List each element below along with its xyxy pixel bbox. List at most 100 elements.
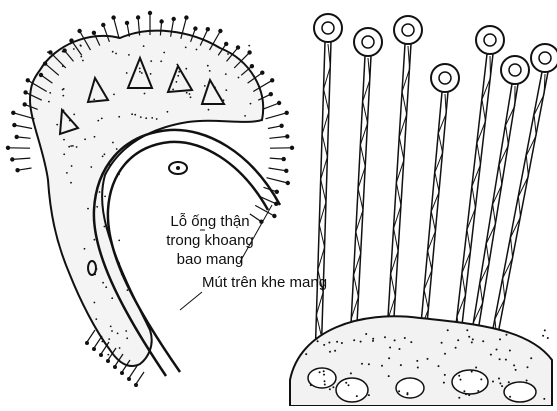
stipple-dot <box>394 339 396 341</box>
stipple-dot <box>465 393 467 395</box>
stipple-dot <box>323 344 325 346</box>
stipple-dot <box>102 156 104 158</box>
stipple-dot <box>498 378 500 380</box>
label-pore-2: trong khoang <box>148 232 272 249</box>
stipple-dot <box>472 338 474 340</box>
stipple-dot <box>447 329 449 331</box>
tentacle-tip <box>134 383 138 387</box>
stipple-dot <box>177 75 179 77</box>
tentacle-tip <box>218 29 222 33</box>
tentacle <box>267 178 288 183</box>
stipple-dot <box>56 124 58 126</box>
stipple-dot <box>543 398 545 400</box>
tentacle-tip <box>99 353 103 357</box>
rod-filament <box>349 58 370 362</box>
stipple-dot <box>372 340 374 342</box>
stipple-dot <box>117 333 119 335</box>
stipple-dot <box>305 353 307 355</box>
tentacle-tip <box>85 341 89 345</box>
label-pore-3: bao mang <box>160 251 260 268</box>
stipple-dot <box>94 302 96 304</box>
stipple-dot <box>438 365 440 367</box>
stipple-dot <box>84 248 86 250</box>
stipple-dot <box>348 384 350 386</box>
stipple-dot <box>499 338 501 340</box>
stipple-dot <box>350 372 352 374</box>
stipple-dot <box>324 380 326 382</box>
tentacle <box>129 366 137 378</box>
stipple-dot <box>368 363 370 365</box>
tentacle-tip <box>92 31 96 35</box>
stipple-dot <box>471 341 473 343</box>
stipple-dot <box>410 341 412 343</box>
rod-bulb <box>501 56 529 84</box>
tentacle <box>14 125 32 128</box>
tentacle-tip <box>69 38 73 42</box>
stipple-dot <box>73 114 75 116</box>
tentacle-tip <box>260 71 264 75</box>
stipple-dot <box>496 349 498 351</box>
stipple-dot <box>96 206 98 208</box>
stipple-dot <box>319 371 321 373</box>
stipple-dot <box>506 334 508 336</box>
tentacle-tip <box>101 23 105 27</box>
stipple-dot <box>145 117 147 119</box>
tentacle-tip <box>148 11 152 15</box>
stipple-dot <box>389 347 391 349</box>
stipple-dot <box>480 378 482 380</box>
tentacle-tip <box>39 73 43 77</box>
tentacle-tip <box>206 27 210 31</box>
stipple-dot <box>509 350 511 352</box>
tentacle <box>266 113 287 119</box>
stipple-dot <box>95 318 97 320</box>
stipple-dot <box>388 357 390 359</box>
stipple-dot <box>317 340 319 342</box>
stipple-dot <box>76 146 78 148</box>
stipple-dot <box>196 49 198 51</box>
base-cell <box>336 378 368 402</box>
tentacle-tip <box>113 365 117 369</box>
stipple-dot <box>250 103 252 105</box>
stipple-dot <box>127 289 129 291</box>
stipple-dot <box>238 77 240 79</box>
rod-bulb <box>431 64 459 92</box>
stipple-dot <box>156 118 158 120</box>
stipple-dot <box>399 348 401 350</box>
stipple-dot <box>66 172 68 174</box>
stipple-dot <box>105 286 107 288</box>
stipple-dot <box>63 153 65 155</box>
stipple-dot <box>544 329 546 331</box>
rod-filament <box>452 56 491 360</box>
stipple-dot <box>189 93 191 95</box>
tentacle <box>269 168 287 171</box>
rod-bulb <box>531 44 557 72</box>
stipple-dot <box>68 146 70 148</box>
stipple-dot <box>151 117 153 119</box>
tentacle <box>136 372 144 384</box>
tentacle-tip <box>193 26 197 30</box>
stipple-dot <box>112 142 114 144</box>
stipple-dot <box>443 382 445 384</box>
stipple-dot <box>63 139 65 141</box>
stipple-dot <box>178 71 180 73</box>
stipple-dot <box>458 375 460 377</box>
stipple-dot <box>468 336 470 338</box>
stipple-dot <box>329 388 331 390</box>
stipple-dot <box>361 363 363 365</box>
tentacle <box>114 18 120 39</box>
tentacle-tip <box>285 134 289 138</box>
stipple-dot <box>93 99 95 101</box>
tentacle-tip <box>286 181 290 185</box>
tentacle-tip <box>159 19 163 23</box>
stipple-dot <box>87 208 89 210</box>
tentacle-tip <box>43 61 47 65</box>
tentacle-tip <box>62 48 66 52</box>
stipple-dot <box>118 116 120 118</box>
stipple-dot <box>400 364 402 366</box>
stipple-dot <box>365 333 367 335</box>
stipple-dot <box>97 120 99 122</box>
stipple-dot <box>404 337 406 339</box>
tentacle-tip <box>26 78 30 82</box>
stipple-dot <box>384 336 386 338</box>
